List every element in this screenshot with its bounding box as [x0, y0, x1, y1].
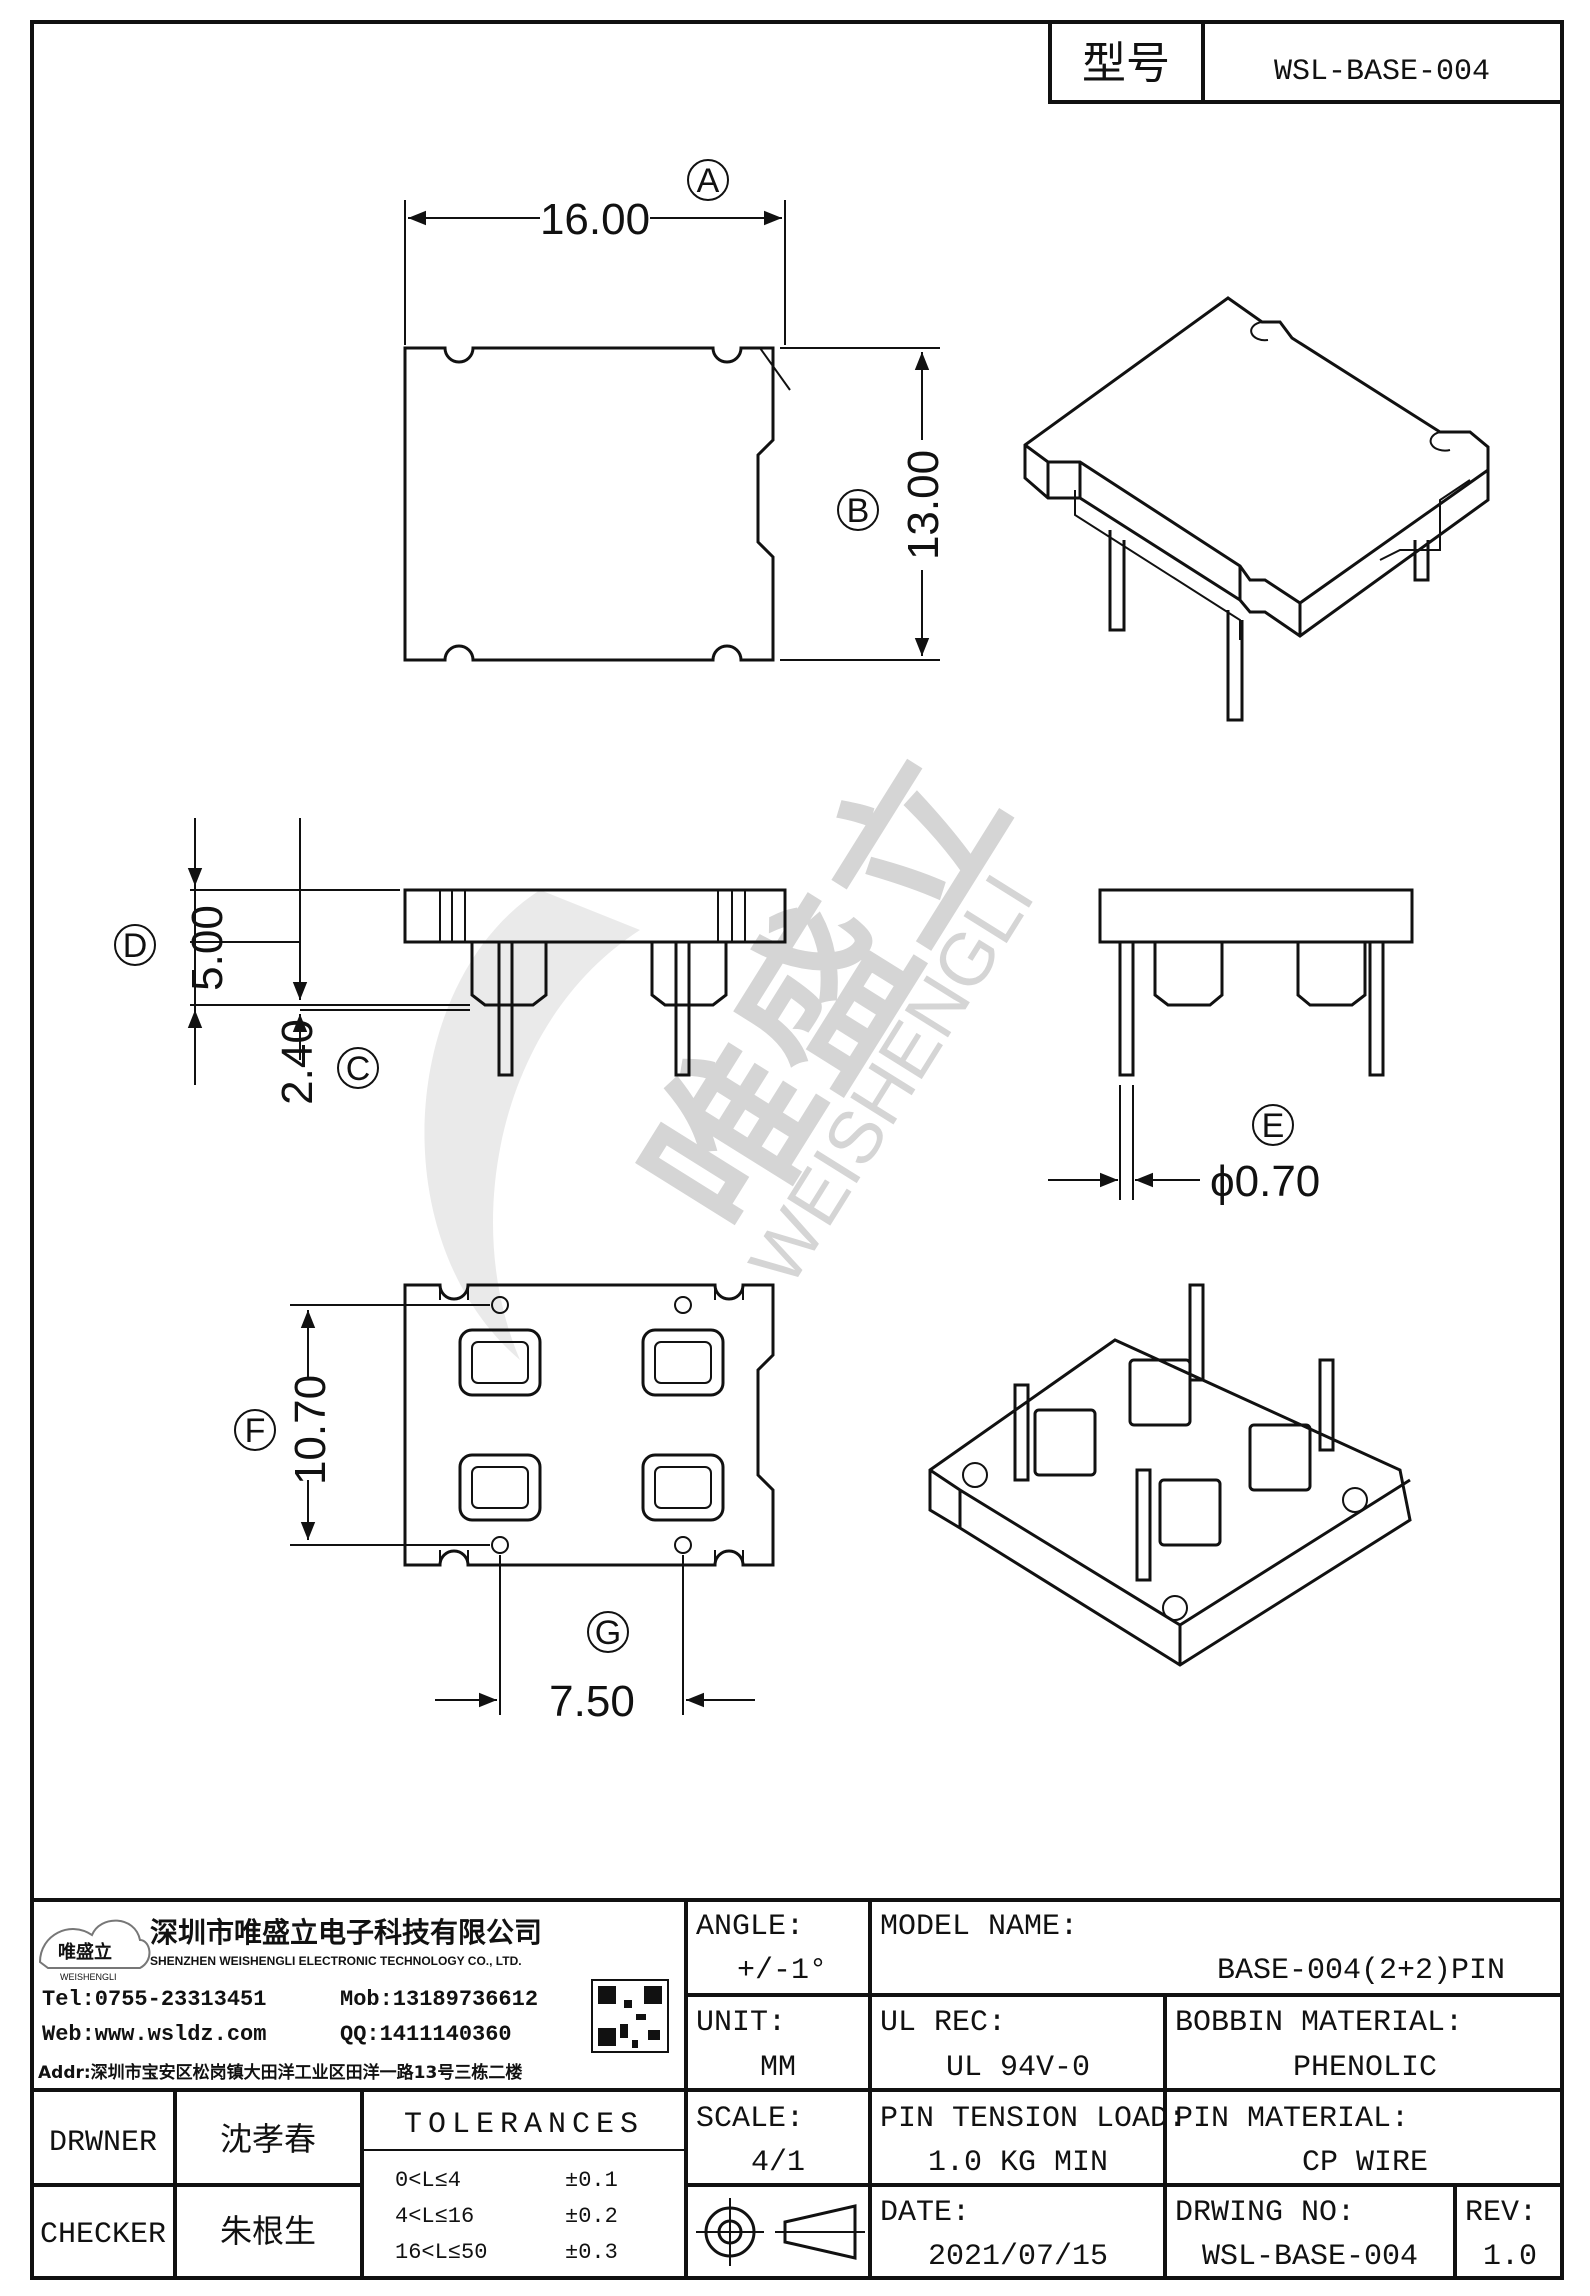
label-a: A	[697, 162, 720, 200]
date-label: DATE:	[880, 2196, 970, 2230]
dim-a-value: 16.00	[540, 195, 650, 244]
pin-material-label: PIN MATERIAL:	[1175, 2102, 1409, 2136]
tolerance-value-2: ±0.2	[565, 2204, 618, 2229]
checker-label: CHECKER	[40, 2218, 166, 2252]
bottom-view-outline	[403, 1283, 775, 1567]
dim-d-value: 5.00	[183, 905, 232, 991]
company-name-cn: 深圳市唯盛立电子科技有限公司	[150, 1916, 542, 1949]
tolerance-range-3: 16<L≤50	[395, 2240, 487, 2265]
dim-f-value: 10.70	[286, 1375, 335, 1485]
label-d-circle	[114, 924, 156, 966]
tolerance-value-3: ±0.3	[565, 2240, 618, 2265]
rev-label: REV:	[1465, 2196, 1537, 2230]
pin-tension-label: PIN TENSION LOAD:	[880, 2102, 1186, 2136]
svg-text:WEISHENGLI: WEISHENGLI	[60, 1972, 117, 1982]
dim-e-value: ϕ0.70	[1210, 1157, 1320, 1206]
scale-value: 4/1	[751, 2146, 805, 2180]
tolerance-range-2: 4<L≤16	[395, 2204, 474, 2229]
model-header: 型号 WSL-BASE-004	[1048, 20, 1564, 104]
label-f: F	[245, 1412, 266, 1450]
dim-c-value: 2.40	[273, 1019, 322, 1105]
unit-label: UNIT:	[696, 2006, 786, 2040]
company-mob: Mob:13189736612	[340, 1987, 538, 2012]
label-a-circle	[687, 159, 729, 201]
side-view: ϕ0.70 E	[1048, 888, 1414, 1206]
rev-value: 1.0	[1483, 2240, 1537, 2274]
checker-value: 朱根生	[220, 2212, 316, 2250]
label-g: G	[595, 1614, 621, 1652]
angle-value: +/-1°	[737, 1954, 827, 1988]
label-e: E	[1262, 1107, 1285, 1145]
dim-b-value: 13.00	[899, 450, 948, 560]
label-c: C	[346, 1050, 371, 1088]
drawing-no-label: DRWING NO:	[1175, 2196, 1355, 2230]
drawing-no-value: WSL-BASE-004	[1202, 2240, 1418, 2274]
tolerances-title: TOLERANCES	[404, 2108, 644, 2142]
tolerance-value-1: ±0.1	[565, 2168, 618, 2193]
model-header-value: WSL-BASE-004	[1274, 55, 1490, 89]
company-logo: 唯盛立 WEISHENGLI	[38, 1919, 151, 1982]
company-web: Web:www.wsldz.com	[42, 2022, 266, 2047]
ul-value: UL 94V-0	[946, 2051, 1090, 2085]
bobbin-material-label: BOBBIN MATERIAL:	[1175, 2006, 1463, 2040]
title-block: 唯盛立 WEISHENGLI 深圳市唯盛立电子科技有限公司 SHENZHEN W…	[32, 1898, 1562, 2278]
isometric-top-view	[1023, 296, 1490, 722]
scale-label: SCALE:	[696, 2102, 804, 2136]
sheet-border	[30, 20, 1564, 2280]
model-name-label: MODEL NAME:	[880, 1910, 1078, 1944]
label-g-circle	[587, 1611, 629, 1653]
angle-label: ANGLE:	[696, 1910, 804, 1944]
drawer-value: 沈孝春	[220, 2120, 316, 2158]
company-address: Addr:深圳市宝安区松岗镇大田洋工业区田洋一路13号三栋二楼	[38, 2062, 522, 2083]
label-d: D	[123, 927, 148, 965]
model-header-label: 型号	[1082, 38, 1170, 89]
bobbin-material-value: PHENOLIC	[1293, 2051, 1437, 2085]
projection-symbol	[696, 2198, 865, 2266]
pin-tension-value: 1.0 KG MIN	[928, 2146, 1108, 2180]
dim-g-value: 7.50	[549, 1677, 635, 1726]
date-value: 2021/07/15	[928, 2240, 1108, 2274]
qr-code	[591, 1979, 669, 2053]
label-e-circle	[1252, 1104, 1294, 1146]
company-name-en: SHENZHEN WEISHENGLI ELECTRONIC TECHNOLOG…	[150, 1954, 522, 1968]
ul-label: UL REC:	[880, 2006, 1006, 2040]
watermark-swoosh	[424, 890, 640, 1360]
label-b-circle	[837, 489, 879, 531]
svg-text:唯盛立: 唯盛立	[58, 1941, 112, 1963]
pin-material-value: CP WIRE	[1302, 2146, 1428, 2180]
company-qq: QQ:1411140360	[340, 2022, 512, 2047]
top-view: 16.00 A 13.00 B	[403, 159, 948, 662]
unit-value: MM	[760, 2051, 796, 2085]
front-view: 5.00 D 2.40 C	[114, 818, 787, 1105]
label-c-circle	[337, 1047, 379, 1089]
isometric-bottom-view	[928, 1283, 1412, 1667]
drawer-label: DRWNER	[49, 2126, 157, 2160]
top-view-outline	[403, 346, 775, 662]
model-name-value: BASE-004(2+2)PIN	[1217, 1954, 1505, 1988]
bottom-view: 10.70 F 7.50 G	[234, 1283, 775, 1726]
label-b: B	[847, 492, 870, 530]
label-f-circle	[234, 1409, 276, 1451]
tolerance-range-1: 0<L≤4	[395, 2168, 461, 2193]
company-tel: Tel:0755-23313451	[42, 1987, 266, 2012]
watermark: 唯盛立 WEISHENGLI	[424, 724, 1050, 1360]
